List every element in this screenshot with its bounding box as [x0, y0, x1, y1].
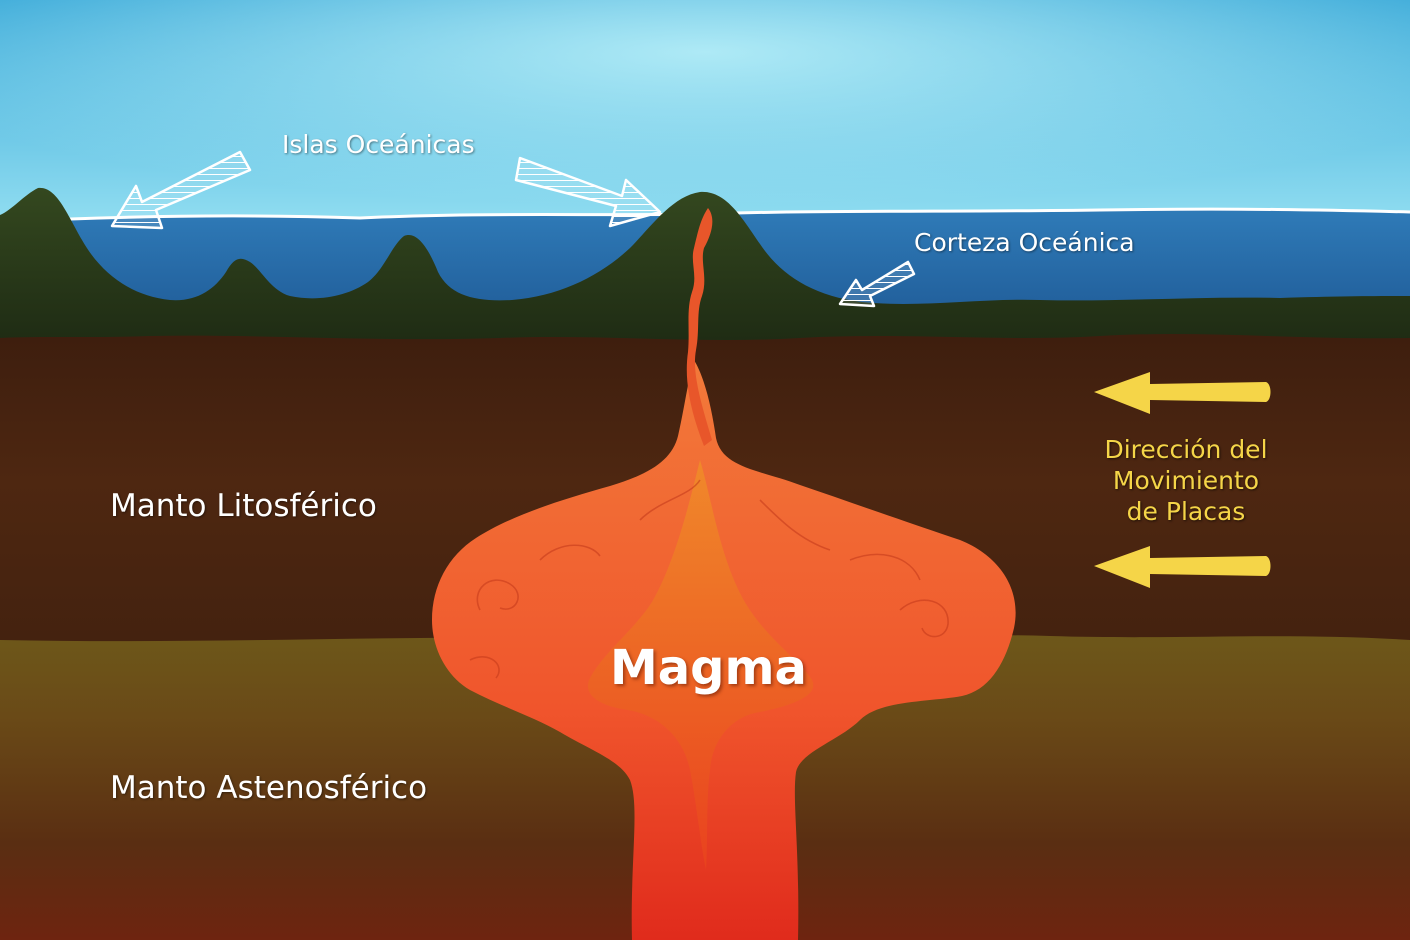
island-pointer-right-arrow — [514, 156, 662, 228]
manto-litosferico-label: Manto Litosférico — [110, 488, 377, 524]
hatched-arrow-icon — [110, 150, 916, 308]
plate-direction-line-2: Movimiento — [1112, 466, 1260, 495]
plate-direction-line-3: de Placas — [1126, 497, 1246, 526]
plate-direction-line-1: Dirección del — [1104, 435, 1268, 464]
plate-direction-arrows — [1094, 372, 1271, 588]
arrow-left-icon — [1094, 546, 1271, 588]
magma-label: Magma — [610, 640, 807, 696]
magma-swirls — [469, 479, 949, 679]
island-pointer-left-arrow — [110, 150, 252, 230]
islas-oceanicas-label: Islas Oceánicas — [282, 130, 475, 159]
magma-conduit — [686, 208, 713, 446]
magma-core — [587, 460, 814, 870]
oceanic-crust-islands — [0, 187, 1410, 340]
manto-astenosferico-label: Manto Astenosférico — [110, 770, 428, 806]
crust-pointer-arrow — [838, 260, 916, 308]
corteza-oceanica-label: Corteza Oceánica — [914, 228, 1135, 257]
arrow-left-icon — [1094, 372, 1271, 414]
plate-direction-label: Dirección del Movimiento de Placas — [1070, 434, 1302, 527]
